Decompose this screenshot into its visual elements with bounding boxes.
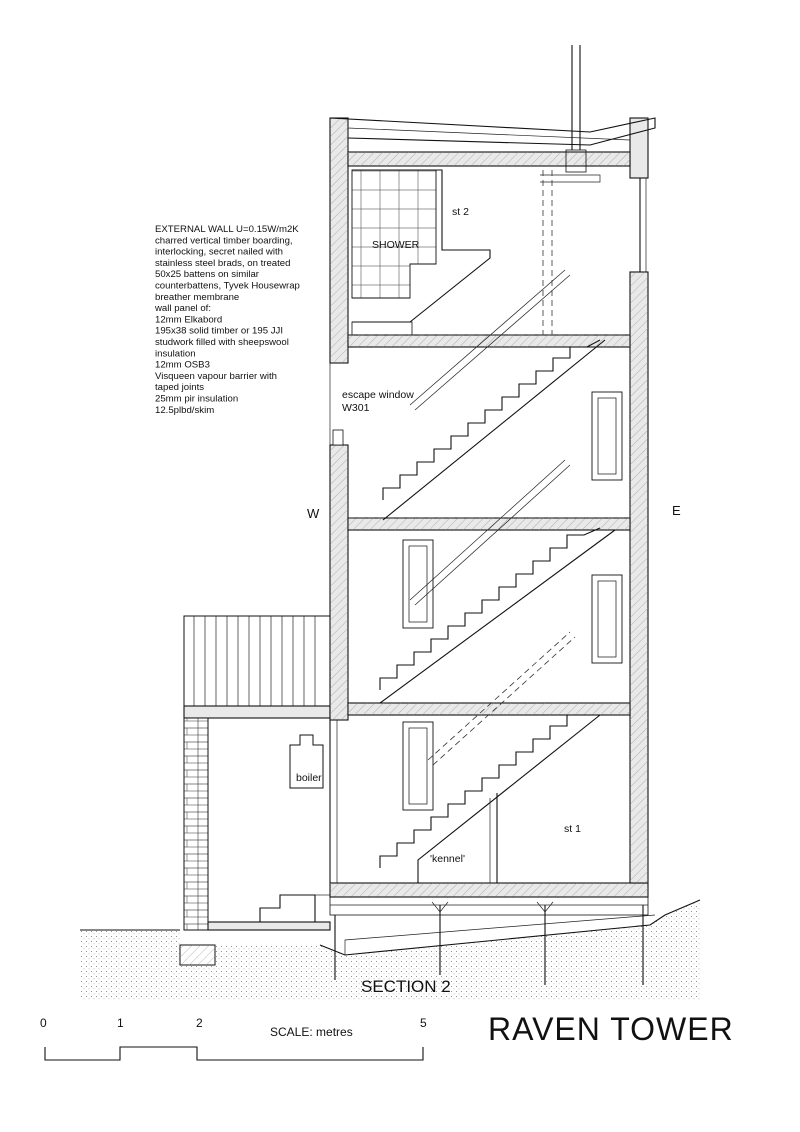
scale-caption: SCALE: metres (270, 1025, 353, 1039)
spec-note-line: wall panel of: (154, 303, 211, 314)
scale-bar: 0 1 2 5 SCALE: metres (40, 1016, 427, 1061)
spec-note-line: studwork filled with sheepswool (155, 337, 289, 348)
scale-tick-0: 0 (40, 1016, 47, 1030)
spec-note-line: 12mm OSB3 (155, 360, 210, 371)
ground-floor-slab (329, 882, 649, 985)
scale-tick-5: 5 (420, 1016, 427, 1030)
label-shower: SHOWER (372, 239, 420, 251)
spec-note-line: breather membrane (155, 292, 239, 303)
label-escape-window: escape window (342, 389, 414, 401)
spec-note-line: charred vertical timber boarding, (155, 235, 293, 246)
spec-note-line: counterbattens, Tyvek Housewrap (155, 281, 300, 292)
windows (402, 391, 623, 811)
label-kennel: 'kennel' (430, 853, 465, 865)
section-title: SECTION 2 (361, 977, 451, 996)
label-escape-window-ref: W301 (342, 402, 370, 414)
spec-note-line: taped joints (155, 382, 204, 393)
label-west: W (307, 506, 320, 521)
stairs (379, 269, 616, 883)
hidden-lines (348, 170, 630, 519)
spec-note-line: Visqueen vapour barrier with (155, 371, 277, 382)
spec-note-line: insulation (155, 348, 196, 359)
spec-note-line: 50x25 battens on similar (155, 269, 260, 280)
spec-note-line: 12.5plbd/skim (155, 405, 214, 416)
label-boiler: boiler (296, 772, 322, 784)
label-store-1: st 1 (564, 823, 581, 835)
label-store-2: st 2 (452, 206, 469, 218)
shower-room (351, 169, 491, 336)
spec-note-line: EXTERNAL WALL U=0.15W/m2K (155, 224, 299, 235)
scale-tick-2: 2 (196, 1016, 203, 1030)
boiler-unit (289, 734, 324, 789)
scale-tick-1: 1 (117, 1016, 124, 1030)
spec-note-line: 12mm Elkabord (155, 314, 222, 325)
project-title: RAVEN TOWER (488, 1011, 734, 1047)
spec-note-line: 25mm pir insulation (155, 394, 238, 405)
label-east: E (672, 503, 681, 518)
spec-note-line: 195x38 solid timber or 195 JJI (155, 326, 283, 337)
spec-note-line: stainless steel brads, on treated (155, 258, 290, 269)
spec-note-line: interlocking, secret nailed with (155, 247, 283, 258)
boiler-annex (183, 615, 331, 931)
tower-walls (329, 45, 656, 884)
